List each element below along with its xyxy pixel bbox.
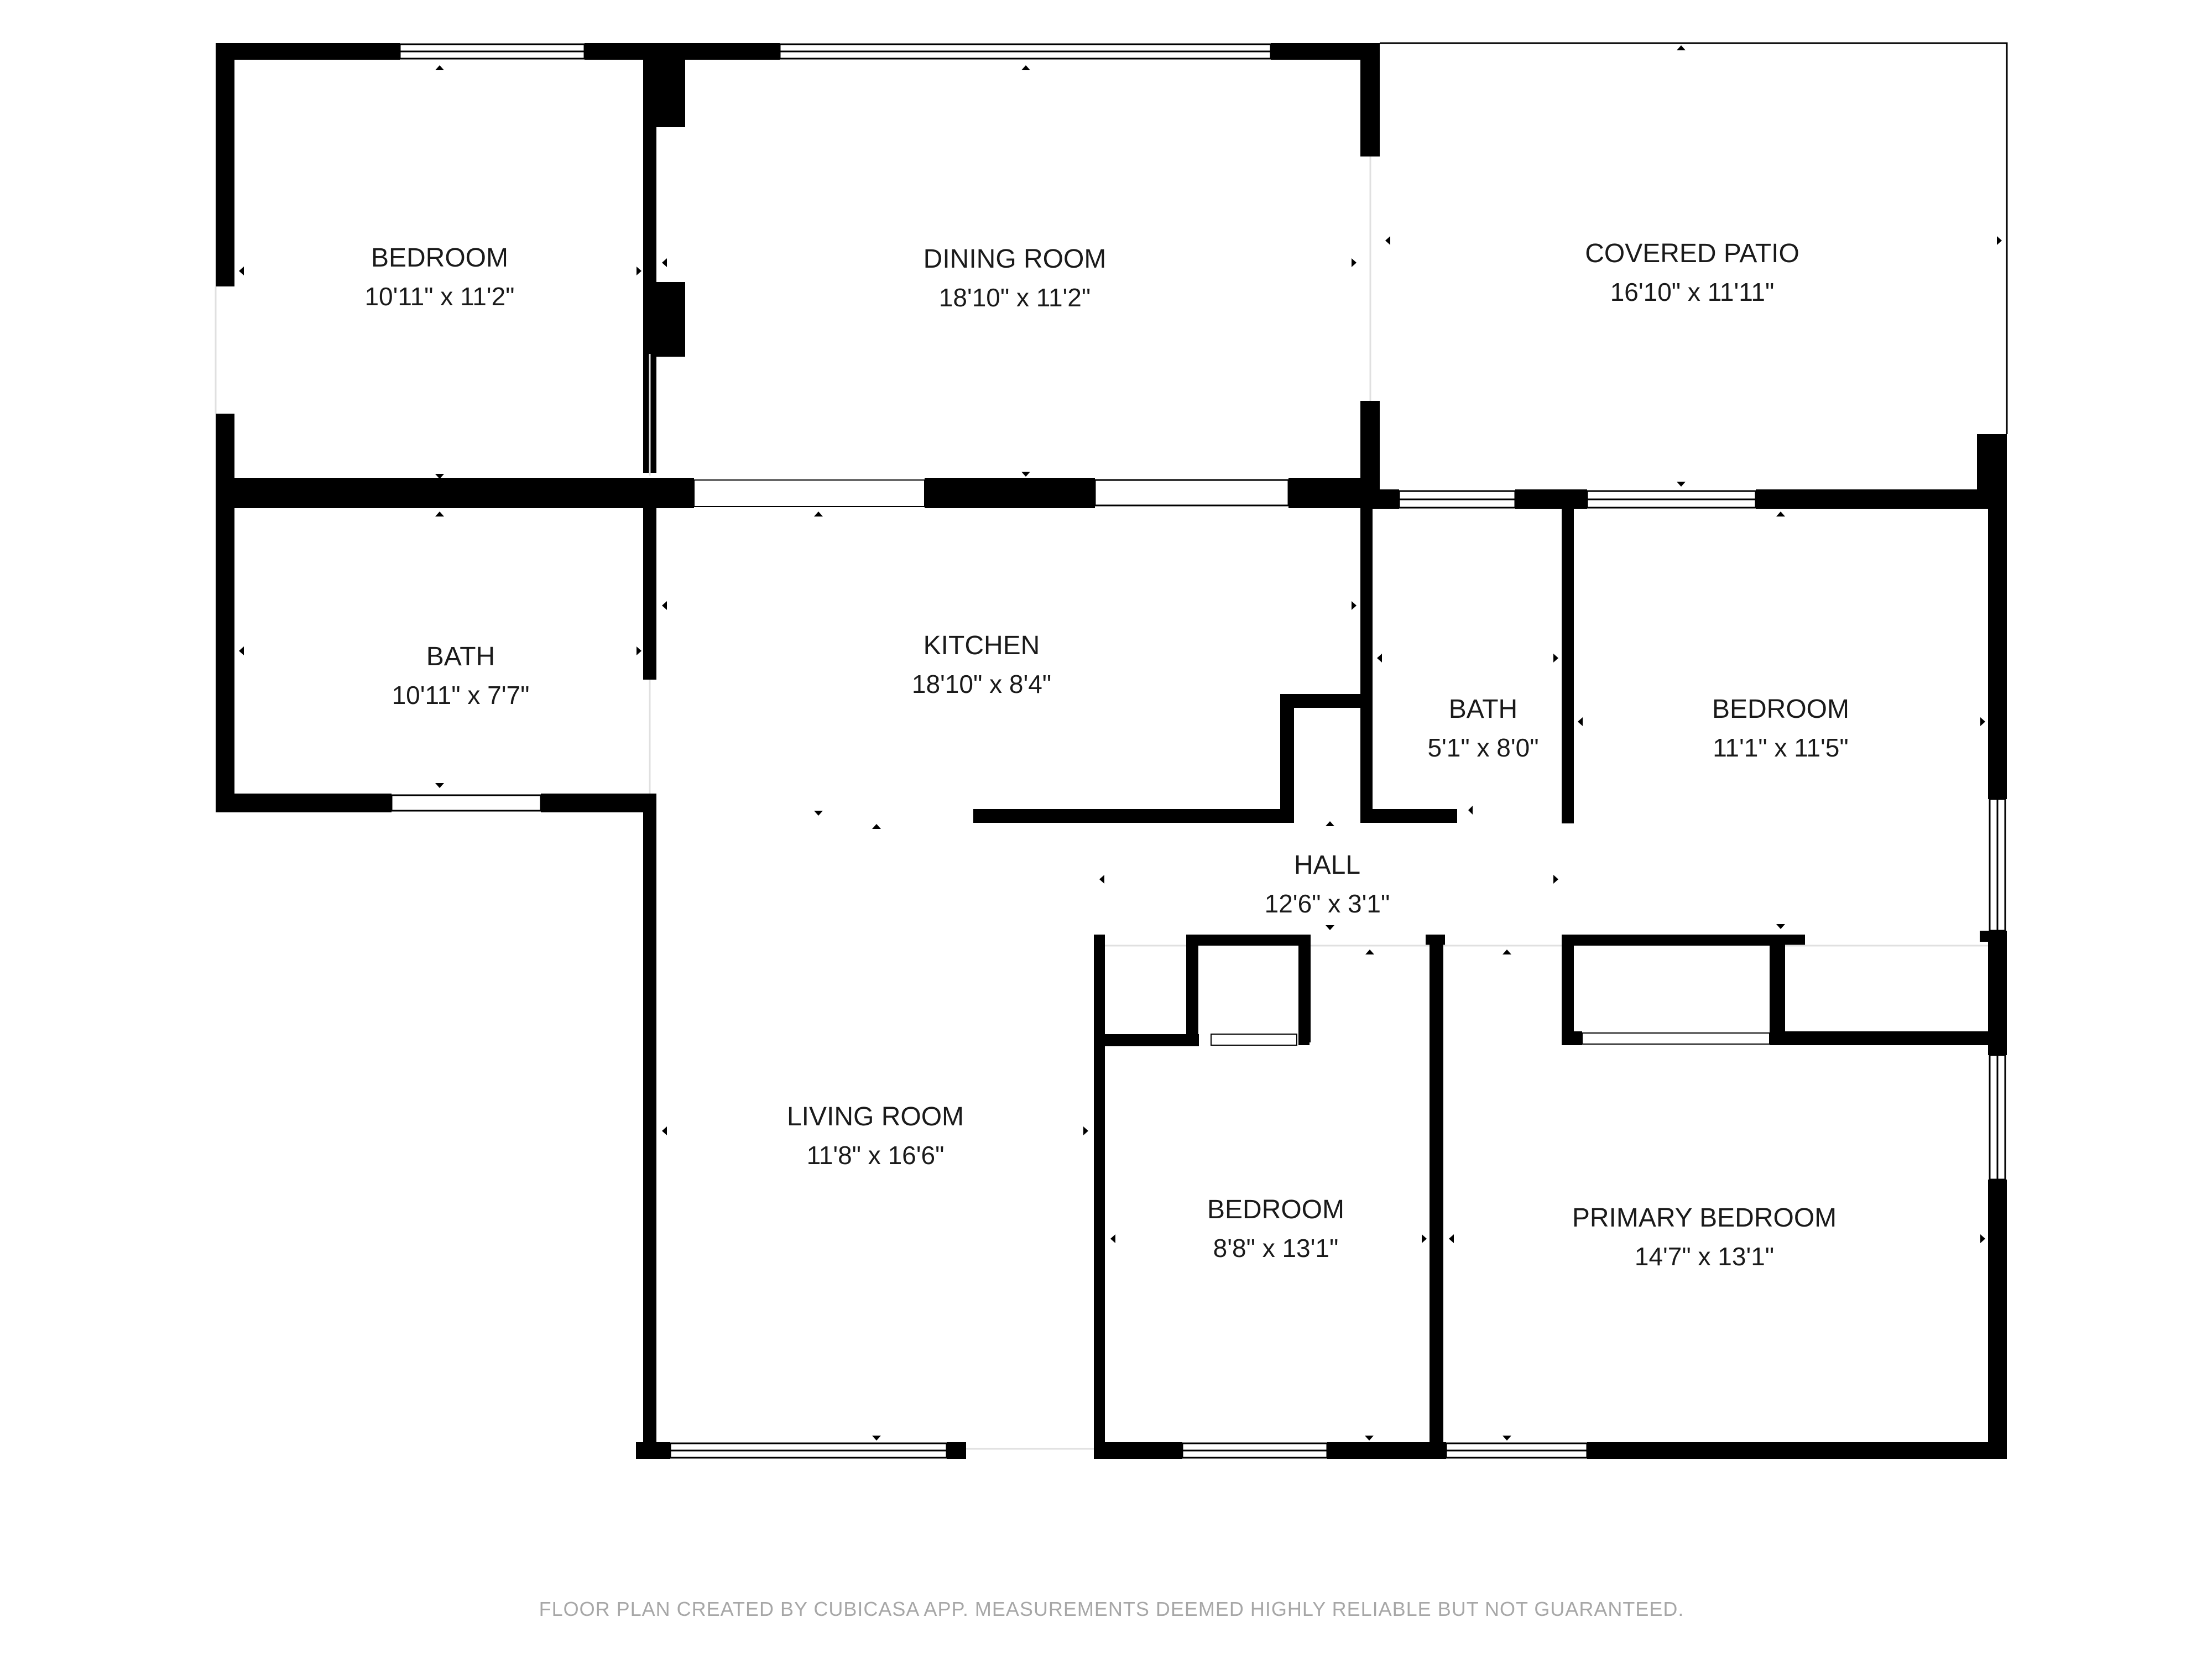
patio-outline <box>1380 42 2008 434</box>
room-label-hall: HALL 12'6" x 3'1" <box>1265 851 1390 918</box>
room-label-kitchen: KITCHEN 18'10" x 8'4" <box>912 631 1051 698</box>
room-name: HALL <box>1294 851 1360 880</box>
room-dimensions: 10'11" x 11'2" <box>364 282 514 311</box>
room-label-living: LIVING ROOM 11'8" x 16'6" <box>787 1102 964 1170</box>
room-label-primary: PRIMARY BEDROOM 14'7" x 13'1" <box>1572 1203 1837 1271</box>
room-name: KITCHEN <box>924 631 1040 660</box>
room-name: BEDROOM <box>371 243 508 273</box>
room-name: LIVING ROOM <box>787 1102 964 1131</box>
room-name: BATH <box>1449 695 1517 724</box>
room-label-bedroom-nw: BEDROOM 10'11" x 11'2" <box>364 243 514 311</box>
room-dimensions: 14'7" x 13'1" <box>1635 1242 1774 1271</box>
walls <box>216 43 2007 1459</box>
room-label-bedroom-e: BEDROOM 11'1" x 11'5" <box>1712 695 1849 762</box>
room-dimensions: 5'1" x 8'0" <box>1427 733 1538 762</box>
room-dimensions: 8'8" x 13'1" <box>1213 1234 1339 1262</box>
room-name: BEDROOM <box>1712 695 1849 724</box>
room-dimensions: 18'10" x 11'2" <box>939 283 1091 312</box>
room-name: DINING ROOM <box>924 244 1107 274</box>
room-dimensions: 11'1" x 11'5" <box>1713 733 1848 762</box>
room-dimensions: 16'10" x 11'11" <box>1610 278 1775 306</box>
room-name: PRIMARY BEDROOM <box>1572 1203 1837 1233</box>
room-name: BEDROOM <box>1207 1195 1344 1224</box>
room-label-bath-c: BATH 5'1" x 8'0" <box>1427 695 1538 762</box>
room-dimensions: 18'10" x 8'4" <box>912 670 1051 698</box>
dimension-ticks-side <box>239 236 2002 1243</box>
room-label-patio: COVERED PATIO 16'10" x 11'11" <box>1585 239 1799 306</box>
disclaimer-footer: FLOOR PLAN CREATED BY CUBICASA APP. MEAS… <box>539 1598 1684 1620</box>
room-dimensions: 12'6" x 3'1" <box>1265 889 1390 918</box>
room-label-dining: DINING ROOM 18'10" x 11'2" <box>924 244 1107 312</box>
room-dimensions: 10'11" x 7'7" <box>392 681 530 709</box>
room-label-bedroom-s: BEDROOM 8'8" x 13'1" <box>1207 1195 1344 1262</box>
dimension-ticks <box>435 45 1785 1441</box>
room-name: BATH <box>426 642 495 671</box>
room-name: COVERED PATIO <box>1585 239 1799 268</box>
door-gaps <box>215 156 1988 1450</box>
room-dimensions: 11'8" x 16'6" <box>807 1141 945 1170</box>
windows <box>390 43 2006 1459</box>
room-label-bath-w: BATH 10'11" x 7'7" <box>392 642 530 709</box>
